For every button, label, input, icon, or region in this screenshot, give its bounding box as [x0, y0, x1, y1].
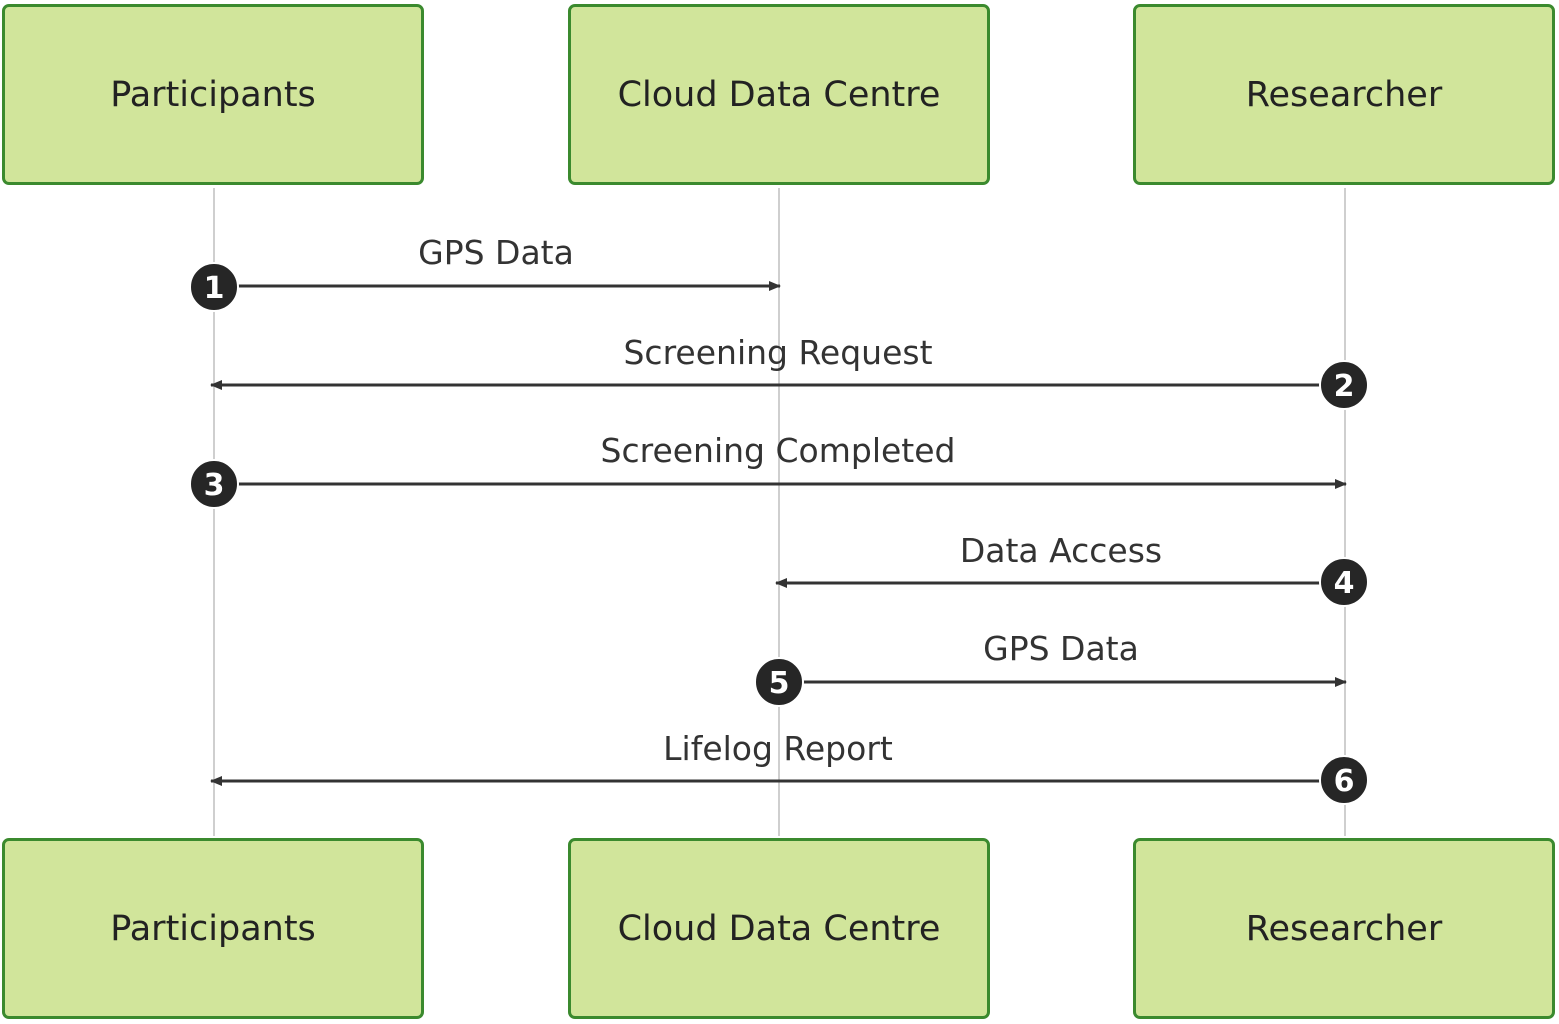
- lifeline-cloud-data-centre: [778, 188, 780, 836]
- lifeline-researcher: [1344, 188, 1346, 836]
- svg-text:3: 3: [204, 468, 225, 503]
- lifeline-participants: [213, 188, 215, 836]
- step-badge-6: 6: [1319, 755, 1369, 805]
- actor-label: Cloud Data Centre: [617, 74, 941, 115]
- step-badge-5: 5: [754, 657, 804, 707]
- step-badge-2: 2: [1319, 360, 1369, 410]
- svg-text:6: 6: [1334, 764, 1355, 799]
- message-label-1: GPS Data: [418, 233, 574, 272]
- actor-cloud-data-centre-top: Cloud Data Centre: [568, 4, 990, 185]
- actor-researcher-top: Researcher: [1133, 4, 1555, 185]
- message-label-3: Screening Completed: [600, 431, 956, 470]
- message-label-2: Screening Request: [623, 333, 933, 372]
- actor-label: Participants: [110, 908, 316, 949]
- step-badge-1: 1: [189, 262, 239, 312]
- actor-label: Cloud Data Centre: [617, 908, 941, 949]
- svg-text:5: 5: [769, 666, 790, 701]
- actor-cloud-data-centre-bottom: Cloud Data Centre: [568, 838, 990, 1019]
- actor-label: Participants: [110, 74, 316, 115]
- message-label-6: Lifelog Report: [663, 729, 893, 768]
- svg-text:4: 4: [1334, 566, 1355, 601]
- actor-label: Researcher: [1245, 908, 1443, 949]
- actor-label: Researcher: [1245, 74, 1443, 115]
- actor-participants-top: Participants: [2, 4, 424, 185]
- message-label-5: GPS Data: [983, 629, 1139, 668]
- message-label-4: Data Access: [959, 531, 1163, 570]
- svg-text:2: 2: [1334, 369, 1355, 404]
- actor-researcher-bottom: Researcher: [1133, 838, 1555, 1019]
- step-badge-3: 3: [189, 459, 239, 509]
- actor-participants-bottom: Participants: [2, 838, 424, 1019]
- svg-text:1: 1: [204, 271, 225, 306]
- step-badge-4: 4: [1319, 557, 1369, 607]
